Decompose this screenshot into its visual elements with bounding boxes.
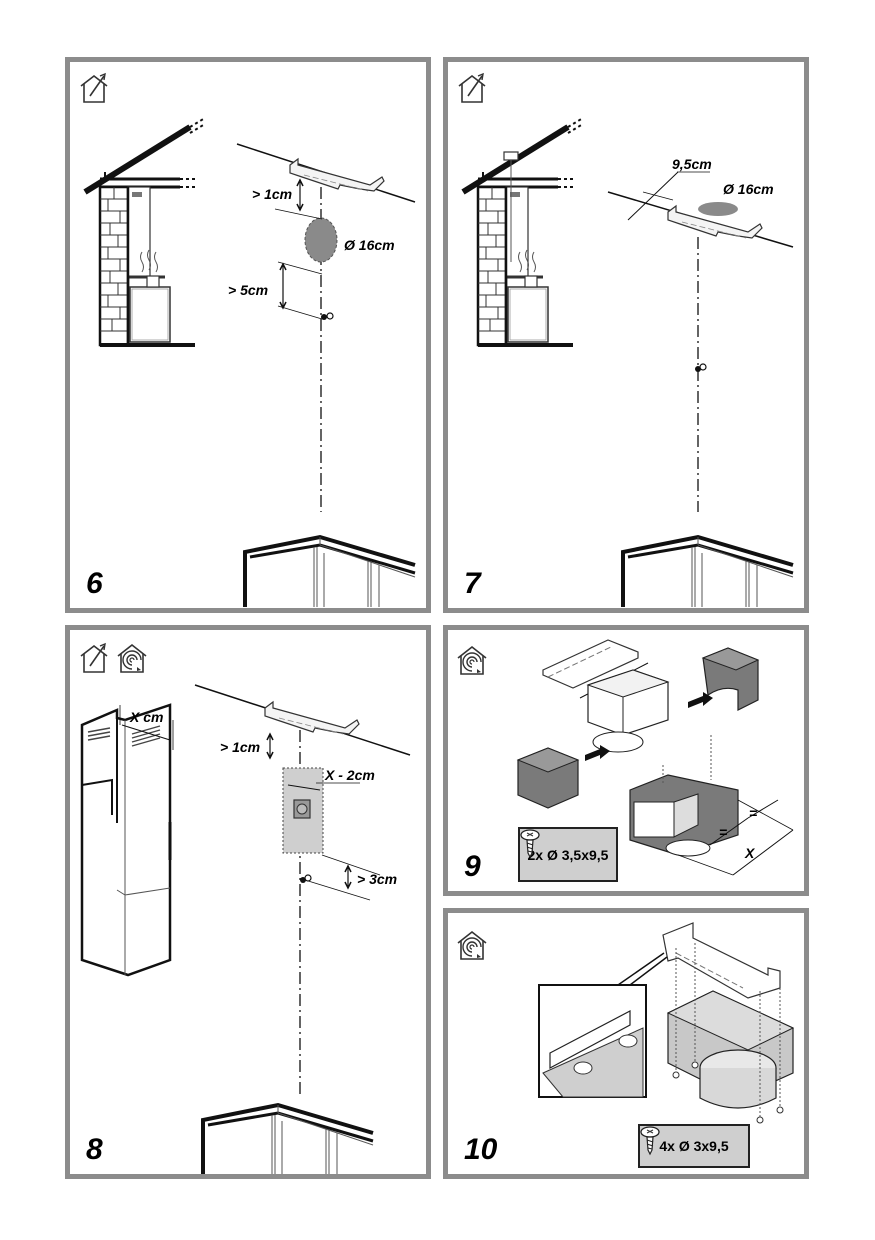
step-number: 7: [464, 567, 481, 600]
screw-spec-label: 2x Ø 3,5x9,5: [527, 846, 609, 863]
step-7-illustration: 9,5cm Ø 16cm: [458, 73, 795, 608]
step-7-panel: 9,5cm Ø 16cm 7: [443, 57, 809, 613]
recirculation-house-icon: [117, 644, 147, 673]
step-8-panel: X cm > 1cm X - 2cm > 3cm 8: [65, 625, 431, 1179]
duct-adapter: [586, 669, 670, 753]
socket-width-label: X - 2cm: [324, 767, 375, 783]
hole-marker: [304, 217, 338, 263]
step-8-illustration: X cm > 1cm X - 2cm > 3cm: [80, 643, 411, 1174]
mounting-bracket: [289, 158, 385, 192]
detail-inset: [538, 984, 647, 1098]
ducted-exhaust-house-icon: [80, 643, 108, 673]
chimney-width-label: X cm: [129, 709, 163, 725]
step-10-illustration: [457, 922, 795, 1124]
step-6-panel: > 1cm Ø 16cm > 5cm 6: [65, 57, 431, 613]
assembled-duct: [629, 774, 739, 857]
screw-icon: [520, 829, 540, 857]
top-gap-label: > 1cm: [252, 186, 292, 202]
wall-cabinet: [201, 1103, 375, 1174]
motor-housing: [666, 990, 795, 1109]
chimney-cover: [80, 703, 174, 977]
wall-cabinet: [621, 535, 795, 608]
wall-cabinet: [243, 535, 417, 608]
equal-spacing-label: =: [749, 805, 757, 821]
recirculation-house-icon: [457, 646, 487, 675]
step-9-panel: X X = = 2x Ø: [443, 625, 809, 896]
screw-spec-box: 2x Ø 3,5x9,5: [518, 827, 618, 882]
step-9-illustration: X X = =: [457, 639, 794, 876]
mounting-bracket: [542, 639, 639, 689]
step-number: 8: [86, 1133, 103, 1166]
step-10-panel: 4x Ø 3x9,5 10: [443, 908, 809, 1179]
mounting-bracket: [662, 922, 781, 999]
step-number: 6: [86, 567, 103, 600]
offset-label: 9,5cm: [672, 156, 712, 172]
screw-spec-label: 4x Ø 3x9,5: [659, 1138, 729, 1154]
equal-spacing-label: =: [719, 824, 727, 840]
ducted-exhaust-house-icon: [458, 73, 486, 103]
duct-width-label: X: [744, 845, 756, 861]
kitchen-side-view: [85, 118, 205, 345]
bottom-gap-label: > 5cm: [228, 282, 268, 298]
step-6-illustration: > 1cm Ø 16cm > 5cm: [80, 73, 417, 608]
bottom-gap-label: > 3cm: [357, 871, 397, 887]
hole-diameter-label: Ø 16cm: [344, 237, 395, 253]
ducted-exhaust-house-icon: [80, 73, 108, 103]
screw-icon: [640, 1126, 660, 1155]
step-number: 10: [464, 1133, 498, 1166]
hole-diameter-label: Ø 16cm: [723, 181, 774, 197]
top-gap-label: > 1cm: [220, 739, 260, 755]
step-number: 9: [464, 850, 481, 883]
socket-zone: [282, 767, 324, 854]
recirculation-house-icon: [457, 931, 487, 960]
mounting-bracket: [264, 701, 360, 735]
kitchen-side-view: [463, 118, 583, 345]
hole-marker: [698, 202, 738, 216]
screw-spec-box: 4x Ø 3x9,5: [638, 1124, 750, 1168]
